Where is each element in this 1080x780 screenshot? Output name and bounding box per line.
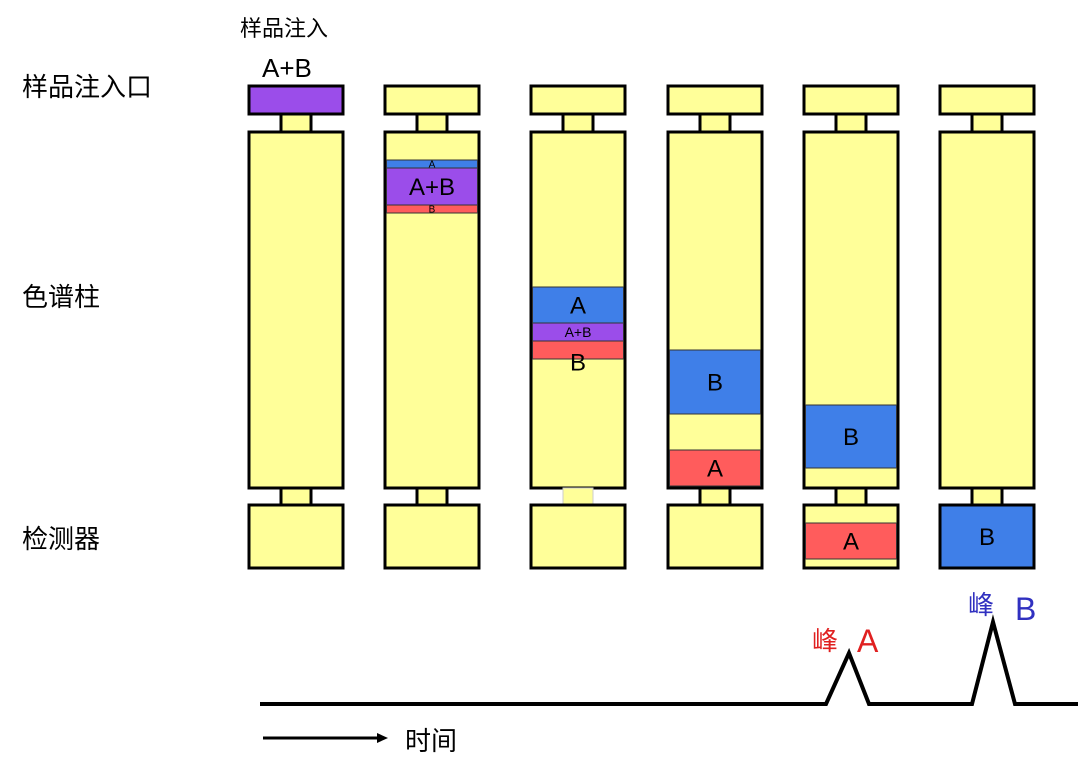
peak-b-label: 峰 (968, 591, 994, 621)
top-connector (415, 112, 449, 134)
band-label-col2-b: B (429, 205, 436, 216)
detector-cell (938, 503, 1036, 570)
bottom-connector (562, 487, 594, 506)
column-stage-1 (247, 84, 345, 570)
band-col4-b (669, 349, 761, 415)
injection-port (529, 84, 627, 116)
detector-cell (247, 503, 345, 570)
peak-a-label: 峰 (812, 627, 838, 657)
top-connector (834, 112, 868, 134)
sample-mix-label: A+B (262, 53, 312, 83)
peak-a-letter: A (857, 623, 879, 659)
bottom-connector (698, 486, 732, 507)
sample-injection-label: 样品注入 (240, 17, 328, 42)
peak-b-letter: B (1015, 591, 1036, 627)
detector-label: 检测器 (22, 525, 100, 555)
bottom-connector (834, 486, 868, 507)
detector-cell (666, 503, 764, 570)
injection-port (666, 84, 764, 116)
top-connector (970, 112, 1004, 134)
time-arrow-head-icon (377, 733, 388, 743)
bottom-connector (970, 486, 1004, 507)
band-label-col3-ab: A+B (565, 324, 592, 340)
column-label: 色谱柱 (22, 283, 100, 313)
band-label-col5-b: B (843, 424, 859, 451)
column-body (666, 130, 764, 490)
injection-port-label: 样品注入口 (22, 73, 152, 103)
column-stage-4 (666, 84, 764, 570)
column-body (938, 130, 1036, 490)
band-col3-b (532, 340, 624, 360)
band-col3-a (532, 286, 624, 324)
detector-cell (383, 503, 481, 570)
top-connector (561, 112, 595, 134)
column-stage-6 (938, 84, 1036, 570)
band-col5-b (805, 404, 897, 469)
chromatogram-trace (260, 614, 1078, 706)
column-stage-5 (802, 84, 900, 570)
bottom-connector (415, 486, 449, 507)
band-label-col4-b: B (707, 370, 723, 397)
injection-port (802, 84, 900, 116)
band-col2-b (386, 204, 478, 214)
column-stage-2 (383, 84, 481, 570)
bottom-connector (279, 486, 313, 507)
band-label-col5-det-a: A (843, 529, 859, 556)
injection-port (938, 84, 1036, 116)
time-label: 时间 (405, 727, 457, 757)
band-label-col6-det-b: B (979, 524, 995, 551)
injection-port (383, 84, 481, 116)
band-label-col4-a: A (707, 456, 723, 483)
top-connector (698, 112, 732, 134)
detector-cell (529, 503, 627, 570)
band-label-col2-a: A (429, 160, 436, 171)
band-col2-ab (386, 167, 478, 206)
column-body (247, 130, 345, 490)
band-label-col3-a: A (570, 293, 586, 320)
injection-port (247, 84, 345, 116)
band-label-col2-ab: A+B (409, 174, 455, 201)
band-col4-a (669, 449, 761, 487)
top-connector (279, 112, 313, 134)
band-col5-det-a (805, 522, 897, 560)
band-label-col3-b: B (570, 350, 586, 377)
